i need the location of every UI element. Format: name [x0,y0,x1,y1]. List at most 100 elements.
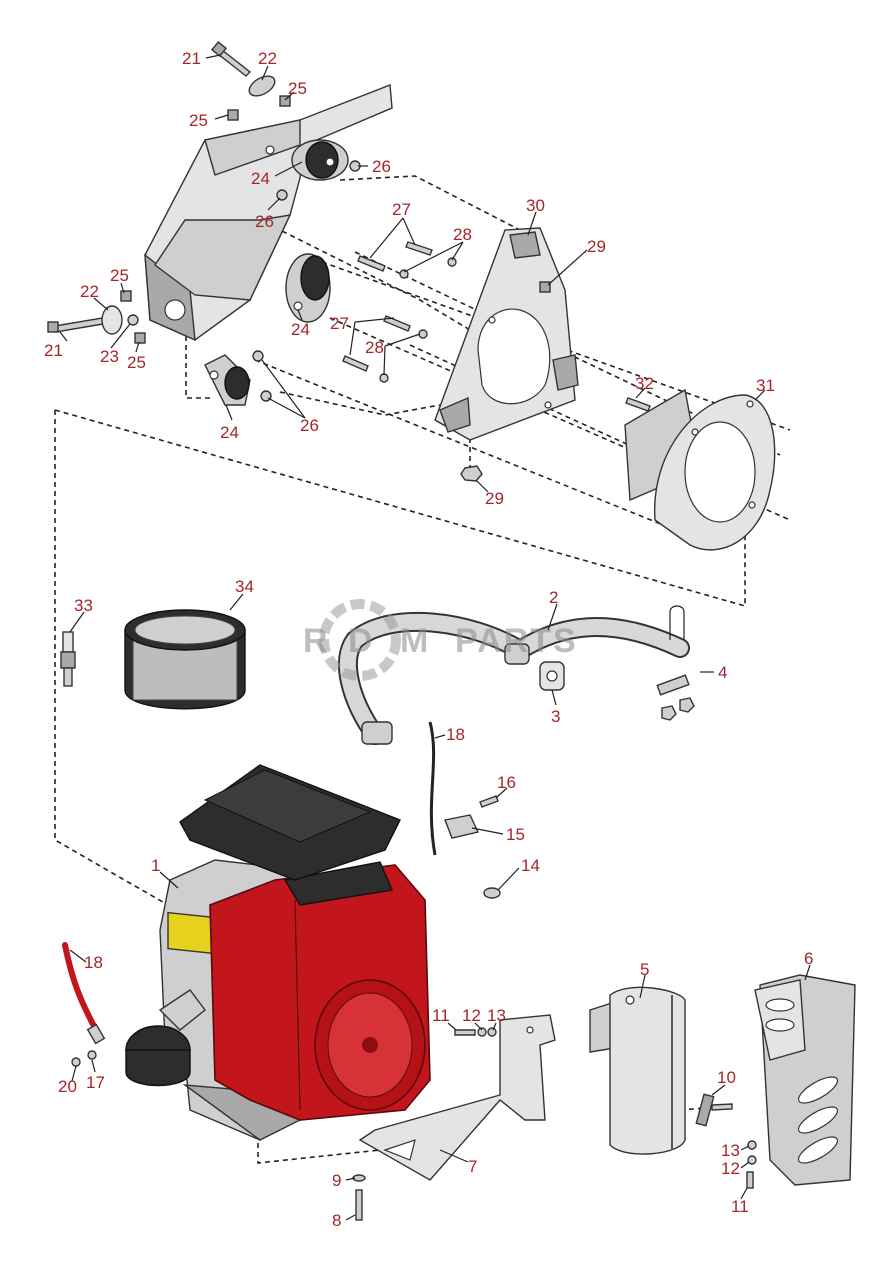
callout-4: 4 [718,663,727,682]
gasket [539,661,565,691]
callout-29-b: 29 [485,489,504,508]
callout-26-a: 26 [372,157,391,176]
callout-25-a: 25 [288,79,307,98]
callout-5: 5 [640,960,649,979]
rubber-mount-mid [285,253,331,323]
watermark: R D M PARTS [303,599,578,681]
bolt-8 [355,1189,363,1221]
bolt-32 [625,397,651,412]
callout-15: 15 [506,825,525,844]
callout-26-c: 26 [300,416,319,435]
callout-8: 8 [332,1211,341,1230]
callout-33: 33 [74,596,93,615]
watermark-m: M [400,622,430,660]
callout-25-d: 25 [127,353,146,372]
callout-7: 7 [468,1157,477,1176]
muffler-bracket [358,1014,556,1181]
callout-24-mid: 24 [291,320,310,339]
washer-12-left [477,1027,487,1037]
ring-terminal [483,887,501,899]
nut-29-a [539,281,551,293]
callout-31: 31 [756,376,775,395]
watermark-r: R [303,622,330,660]
washer-13-right [747,1140,757,1150]
mounting-plate [434,227,579,441]
callout-3: 3 [551,707,560,726]
nut-26-c [252,350,272,402]
nut-26-b [276,189,288,201]
blower-housing [624,388,776,551]
spark-plug [60,631,76,687]
ground-wire [428,721,437,856]
clamp-17 [87,1050,97,1060]
callout-24-top: 24 [251,169,270,188]
ground-bracket [444,814,480,839]
callout-12-left: 12 [462,1006,481,1025]
washer-22-left [101,305,123,335]
nut-25-c [120,290,132,302]
washer-13-left [487,1027,497,1037]
nut-25-d [134,332,146,344]
callout-12-right: 12 [721,1159,740,1178]
watermark-parts: PARTS [455,622,578,660]
leader-lines [59,54,811,1221]
nut-29-b [460,465,483,482]
callout-18-fuel: 18 [84,953,103,972]
gasket-10 [695,1093,733,1127]
muffler [589,986,686,1155]
callout-29-a: 29 [587,237,606,256]
clamp-kit [656,605,695,721]
callout-11-right: 11 [731,1197,749,1216]
engine [125,764,431,1141]
nut-25-b [227,109,239,121]
bolt-21-left [47,317,104,333]
heat-shield [754,974,856,1186]
callout-25-b: 25 [189,111,208,130]
callout-22-left: 22 [80,282,99,301]
watermark-d: D [348,622,375,660]
callout-32: 32 [635,374,654,393]
callout-2: 2 [549,588,558,607]
fuel-line [62,942,106,1045]
bolts-27-upper [357,241,457,279]
clamp-20 [71,1057,81,1067]
screw-16 [479,795,499,808]
callout-17: 17 [86,1073,105,1092]
callout-24-low: 24 [220,423,239,442]
nut-23 [127,314,139,326]
nut-25-a [279,95,291,107]
callout-6: 6 [804,949,813,968]
callout-22-top: 22 [258,49,277,68]
callout-28-upper: 28 [453,225,472,244]
bolt-11-right [746,1171,754,1189]
callout-10: 10 [717,1068,736,1087]
callout-23: 23 [100,347,119,366]
callout-30: 30 [526,196,545,215]
callout-27-upper: 27 [392,200,411,219]
callout-9: 9 [332,1171,341,1190]
callout-21-top: 21 [182,49,201,68]
callout-11-left: 11 [432,1006,450,1025]
callout-26-b: 26 [255,212,274,231]
engine-mount-bracket [144,84,393,342]
callout-25-c: 25 [110,266,129,285]
washer-22-top [248,75,276,97]
callout-14: 14 [521,856,540,875]
callout-21-left: 21 [44,341,63,360]
air-filter [124,609,246,710]
callout-28-lower: 28 [365,338,384,357]
callout-13-left: 13 [487,1006,506,1025]
callout-34: 34 [235,577,254,596]
callout-27-lower: 27 [330,314,349,333]
rubber-mount-top [291,139,349,181]
callout-16: 16 [497,773,516,792]
bolt-21-top [210,40,252,77]
rubber-mount-low [204,354,251,406]
callout-labels: 21 22 25 25 24 26 26 27 28 30 29 25 22 2… [44,49,813,1230]
bolt-11-left [454,1029,476,1036]
callout-1: 1 [151,856,160,875]
bolts-27-lower [342,315,428,383]
callout-20: 20 [58,1077,77,1096]
callout-18-wire: 18 [446,725,465,744]
